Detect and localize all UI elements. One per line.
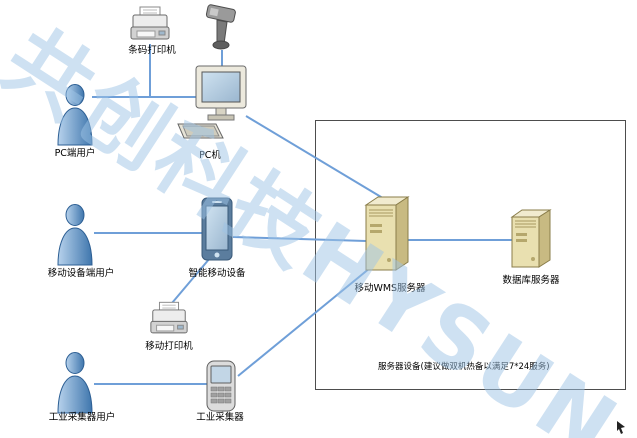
person-icon bbox=[57, 84, 93, 146]
barcode-scanner-icon bbox=[205, 4, 236, 50]
edge-pc-wms bbox=[245, 115, 387, 201]
industrial-collector-label: 工业采集器 bbox=[196, 412, 244, 423]
mobile-user-node bbox=[56, 204, 94, 266]
printer-icon bbox=[130, 6, 170, 40]
mobile-user-label: 移动设备端用户 bbox=[47, 268, 115, 279]
smartphone-icon bbox=[201, 197, 233, 261]
mouse-cursor-icon bbox=[616, 421, 628, 434]
industrial-user-node bbox=[56, 352, 94, 414]
edge-phone-wms bbox=[232, 236, 367, 242]
db-server-node bbox=[505, 206, 557, 272]
industrial-user-label: 工业采集器用户 bbox=[48, 412, 116, 423]
pc-user-node bbox=[56, 84, 94, 146]
edge-phone-mobileprinter bbox=[171, 257, 211, 304]
server-group-box bbox=[315, 120, 626, 390]
pc-user-label: PC端用户 bbox=[54, 148, 96, 159]
server-tower-icon bbox=[510, 209, 552, 268]
person-icon bbox=[57, 204, 93, 266]
edge-collector-wms bbox=[237, 267, 371, 377]
pc-label: PC机 bbox=[199, 150, 221, 161]
printer-icon bbox=[150, 301, 188, 334]
db-server-label: 数据库服务器 bbox=[502, 275, 560, 286]
barcode-printer-node bbox=[128, 6, 172, 44]
server-tower-icon bbox=[364, 196, 410, 271]
wms-server-label: 移动WMS服务器 bbox=[354, 283, 426, 294]
server-group-box-label: 服务器设备(建议做双机热备以满足7*24服务) bbox=[378, 362, 550, 372]
person-icon bbox=[57, 352, 93, 414]
barcode-printer-label: 条码打印机 bbox=[128, 45, 176, 56]
smart-mobile-device-label: 智能移动设备 bbox=[188, 268, 246, 279]
mobile-printer-node bbox=[148, 301, 190, 338]
pc-node bbox=[176, 64, 248, 140]
desktop-computer-icon bbox=[177, 65, 247, 139]
handheld-terminal-icon bbox=[206, 360, 236, 412]
wms-server-node bbox=[358, 192, 416, 278]
barcode-scanner-node bbox=[200, 4, 244, 51]
smart-mobile-device-node bbox=[198, 196, 236, 262]
industrial-collector-node bbox=[204, 360, 238, 412]
mobile-printer-label: 移动打印机 bbox=[145, 341, 193, 352]
